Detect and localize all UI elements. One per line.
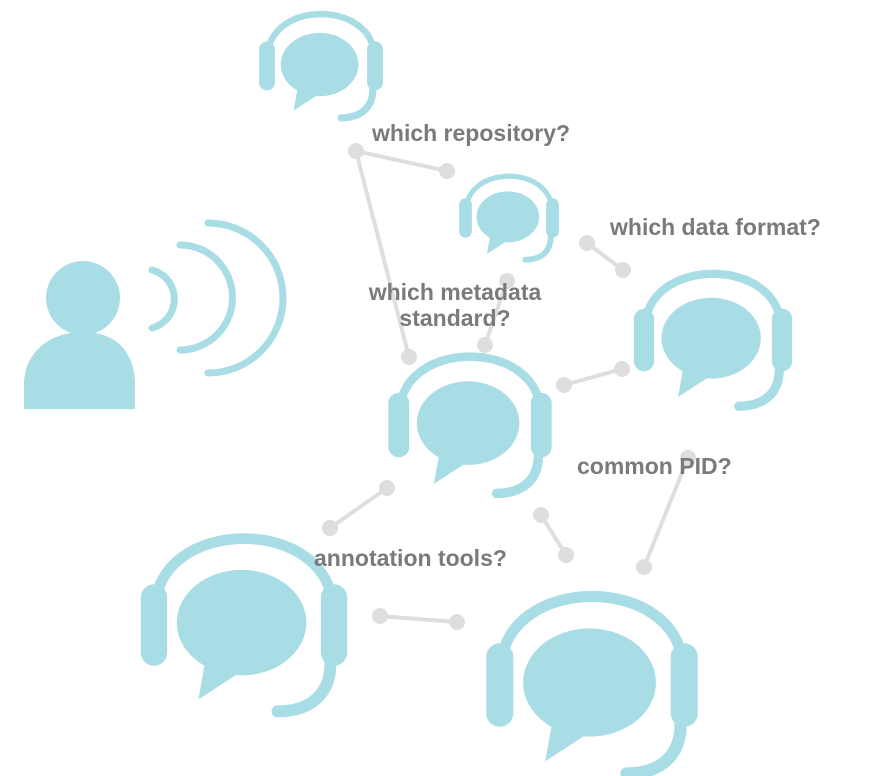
question-annotation-tools: annotation tools? — [314, 545, 507, 571]
question-repository: which repository? — [372, 120, 571, 146]
question-metadata-line2: standard? — [399, 305, 511, 331]
headset-chat-icon-right — [634, 274, 792, 406]
connector-top-to-center — [354, 149, 417, 365]
connector-center-to-bottomleft — [322, 480, 395, 536]
connector-top-to-mid — [348, 143, 455, 179]
person-speaking-icon — [24, 219, 287, 409]
question-common-pid: common PID? — [577, 453, 732, 479]
question-metadata-standard: which metadata standard? — [348, 279, 562, 331]
headset-chat-icon-top — [259, 14, 383, 118]
connector-center-to-right — [556, 361, 630, 393]
headset-chat-icon-mid — [459, 176, 559, 260]
connector-group — [322, 143, 696, 630]
connector-right-to-bottomright — [636, 450, 696, 575]
connector-mid-to-center — [477, 273, 515, 353]
connector-bottomleft-to-bottomright — [372, 608, 465, 630]
connector-mid-to-right — [579, 235, 631, 278]
question-data-format: which data format? — [610, 214, 821, 240]
question-metadata-line1: which metadata — [368, 279, 542, 305]
headset-chat-icon-center — [388, 357, 551, 494]
headset-chat-icon-bottomright — [486, 596, 698, 773]
connector-center-to-bottomright — [533, 507, 574, 563]
